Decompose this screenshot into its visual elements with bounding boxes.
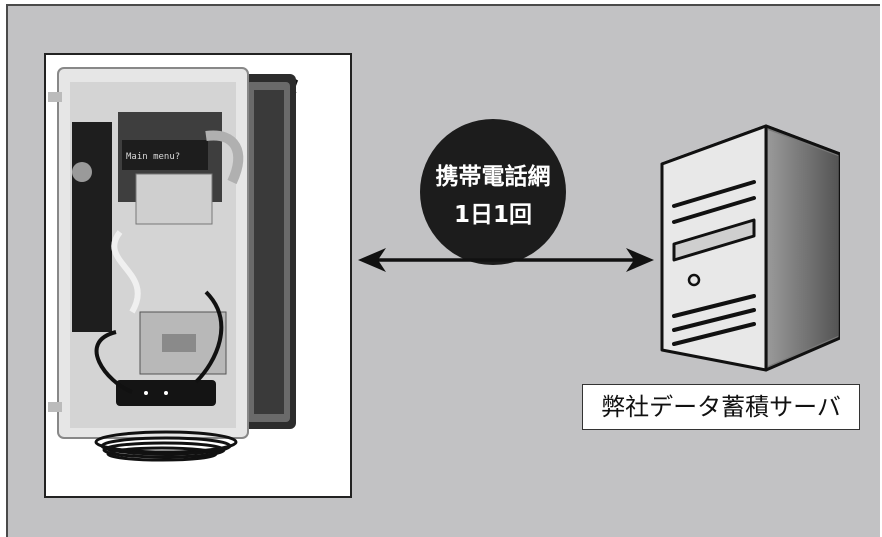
network-label: 携帯電話網 (435, 164, 551, 190)
frequency-label: 1日1回 (453, 202, 532, 228)
field-router-photo: Main menu? (48, 67, 296, 462)
connection-badge: 携帯電話網 1日1回 (420, 119, 566, 265)
server-label: 弊社データ蓄積サーバ (582, 384, 860, 430)
lcd-text: Main menu? (126, 152, 180, 162)
server-tower-icon (660, 124, 840, 372)
double-arrow-icon (358, 248, 654, 272)
